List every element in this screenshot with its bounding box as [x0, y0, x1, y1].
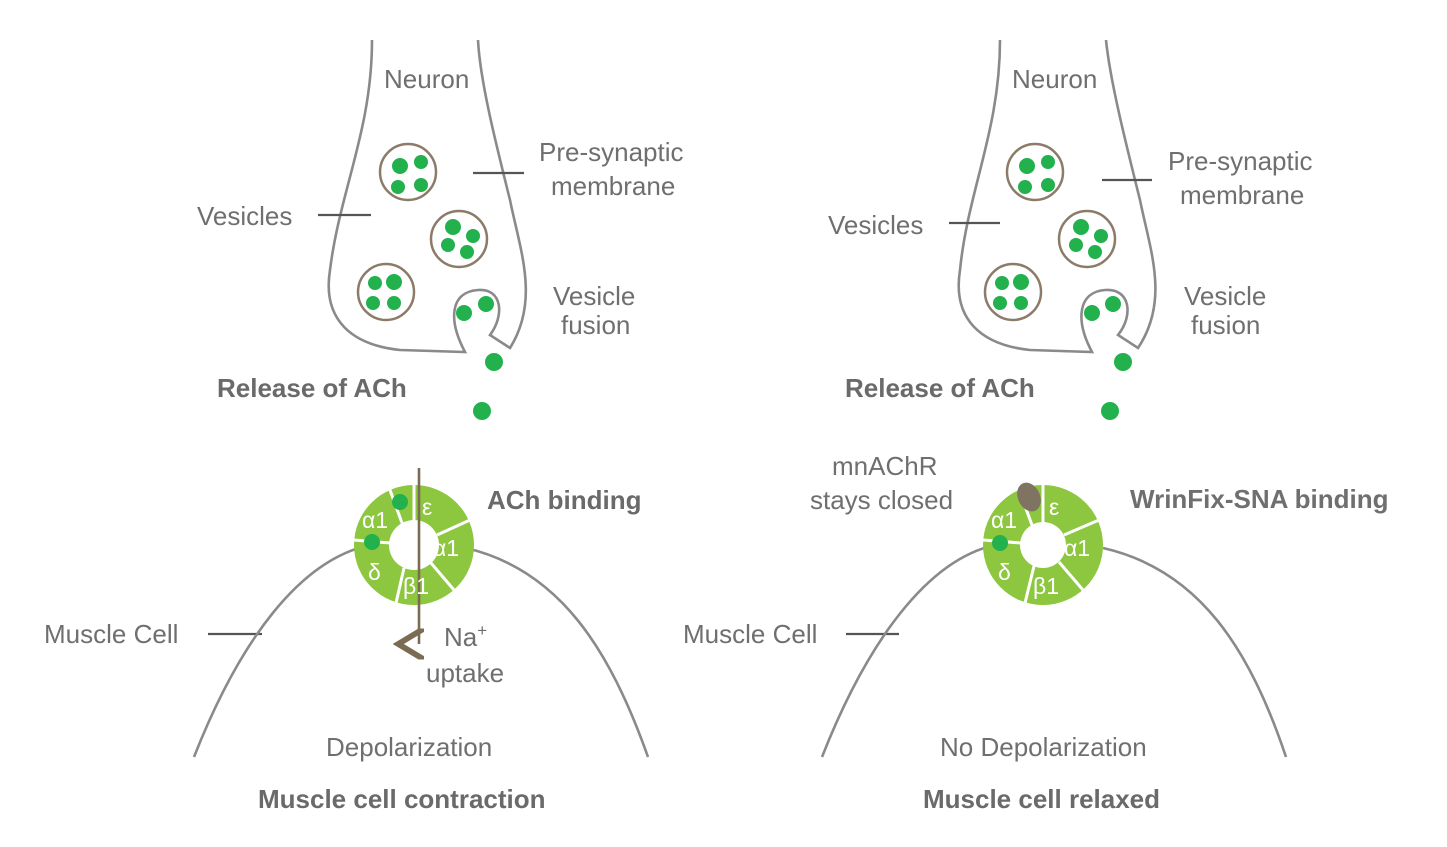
right-ach-dot [1101, 402, 1119, 420]
right-muscle-cell-outline [820, 543, 1288, 758]
left-vesicle-fusion-label: Vesicle [553, 281, 635, 311]
left-muscle-cell-outline [192, 543, 650, 758]
left-muscle-cell-label: Muscle Cell [44, 619, 178, 649]
right-ach-dot [1084, 305, 1100, 321]
left-vesicle-3 [356, 262, 416, 322]
right-subunit-beta1: β1 [1033, 573, 1059, 599]
right-bound-ach [992, 535, 1008, 551]
right-outcome-label: Muscle cell relaxed [923, 784, 1160, 814]
right-subunit-alpha1-right: α1 [1064, 535, 1090, 561]
left-presynaptic-label: Pre-synaptic [539, 137, 684, 167]
right-muscle-cell-label: Muscle Cell [683, 619, 817, 649]
left-na-superscript: + [477, 621, 487, 640]
right-closed-label: mnAChR [832, 451, 937, 481]
left-bound-ach [392, 494, 408, 510]
right-neuron-outline [957, 39, 1157, 354]
left-release-label: Release of ACh [217, 373, 407, 403]
right-presynaptic-label: Pre-synaptic [1168, 146, 1313, 176]
right-receptor [982, 485, 1103, 605]
left-neuron-outline [327, 39, 528, 354]
left-ach-dot [485, 353, 503, 371]
right-depolarization-label: No Depolarization [940, 732, 1147, 762]
right-vesicles-label: Vesicles [828, 210, 923, 240]
right-vesicle-fusion-label-2: fusion [1191, 310, 1260, 340]
left-receptor [353, 485, 474, 605]
right-release-label: Release of ACh [845, 373, 1035, 403]
right-subunit-alpha1-top: α1 [991, 507, 1017, 533]
right-closed-label-2: stays closed [810, 485, 953, 515]
left-depolarization-label: Depolarization [326, 732, 492, 762]
left-neuron-label: Neuron [384, 64, 469, 94]
left-bound-ach [364, 534, 380, 550]
left-na-label: Na+ [444, 621, 487, 652]
left-binding-label: ACh binding [487, 485, 642, 515]
left-outcome-label: Muscle cell contraction [258, 784, 546, 814]
left-vesicle-1 [378, 142, 438, 202]
left-uptake-label: uptake [426, 658, 504, 688]
right-panel: ε α1 α1 δ β1 Neuron Pre-synaptic membran… [683, 39, 1389, 814]
wrinfix-blocker-molecule [1017, 482, 1041, 512]
right-vesicle-2 [1057, 209, 1117, 269]
right-vesicle-3 [983, 262, 1043, 322]
left-presynaptic-label-2: membrane [551, 171, 675, 201]
left-subunit-alpha1-right: α1 [433, 535, 459, 561]
left-ach-dot [478, 296, 494, 312]
left-subunit-epsilon: ε [422, 494, 432, 520]
left-subunit-alpha1-top: α1 [362, 507, 388, 533]
left-panel: ε α1 α1 δ β1 Neuron Pre-synaptic membran… [44, 39, 684, 814]
left-vesicle-2 [429, 209, 489, 269]
right-subunit-epsilon: ε [1049, 494, 1059, 520]
right-vesicle-1 [1005, 142, 1065, 202]
right-binding-label: WrinFix-SNA binding [1130, 484, 1389, 514]
right-ach-dot [1105, 296, 1121, 312]
right-presynaptic-label-2: membrane [1180, 180, 1304, 210]
right-vesicle-fusion-label: Vesicle [1184, 281, 1266, 311]
left-vesicles-label: Vesicles [197, 201, 292, 231]
right-subunit-delta: δ [998, 559, 1011, 585]
right-ach-dot [1114, 353, 1132, 371]
left-vesicle-fusion-label-2: fusion [561, 310, 630, 340]
left-subunit-delta: δ [368, 559, 381, 585]
left-subunit-beta1: β1 [403, 573, 429, 599]
left-ach-dot [473, 402, 491, 420]
left-ach-dot [456, 305, 472, 321]
right-neuron-label: Neuron [1012, 64, 1097, 94]
